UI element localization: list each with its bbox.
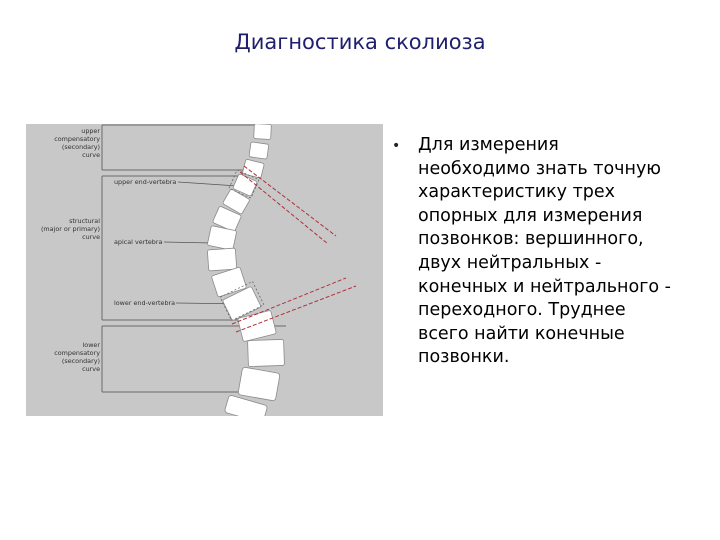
structural-curve-label-1: structural	[69, 217, 100, 225]
apical-vertebra-label: apical vertebra	[114, 238, 162, 246]
scoliosis-diagram: upper compensatory (secondary) curve str…	[26, 124, 383, 416]
upper-curve-label-2: compensatory	[54, 135, 100, 143]
structural-curve-label-2: (major or primary)	[41, 225, 100, 233]
lower-end-vertebra-label: lower end-vertebra	[114, 299, 175, 307]
cobb-angle-lines	[231, 165, 357, 333]
structural-curve-label-3: curve	[82, 233, 100, 241]
lower-curve-label-2: compensatory	[54, 349, 100, 357]
lower-curve-label-3: (secondary)	[62, 357, 100, 365]
lower-curve-label-1: lower	[83, 341, 101, 349]
upper-end-vertebra-label: upper end-vertebra	[114, 178, 176, 186]
vertebral-column	[207, 124, 285, 416]
slide-title: Диагностика сколиоза	[234, 30, 486, 54]
upper-curve-label-3: (secondary)	[62, 143, 100, 151]
upper-curve-label-1: upper	[81, 127, 100, 135]
bullet-text: Для измерения необходимо знать точную ха…	[418, 135, 671, 368]
lower-curve-label-4: curve	[82, 365, 100, 373]
upper-curve-label-4: curve	[82, 151, 100, 159]
bullet-list: • Для измерения необходимо знать точную …	[392, 134, 702, 370]
bullet-marker: •	[392, 138, 401, 154]
spine-figure: upper compensatory (secondary) curve str…	[41, 124, 357, 416]
